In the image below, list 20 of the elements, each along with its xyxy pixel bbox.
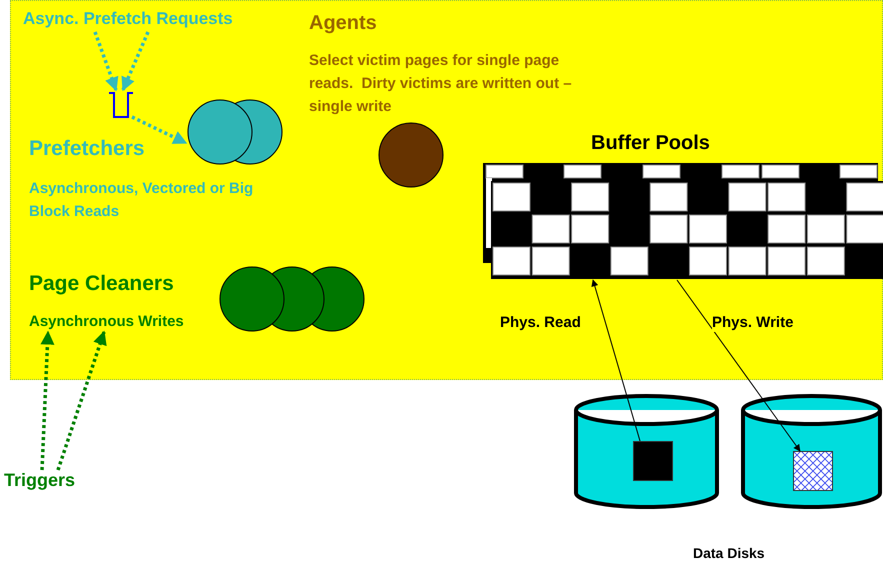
heading: Async. Prefetch Requests [23,9,233,30]
arrow [56,330,107,471]
heading: Page Cleaners [29,271,174,296]
heading: Prefetchers [29,136,145,162]
heading: Triggers [4,470,76,492]
arrow [591,279,640,442]
arrow [40,330,54,470]
edge-label: Phys. Read [500,314,581,332]
description: Select victim pages for single page reads. Dirty victims are written out – single write [309,51,573,117]
arrow [676,280,800,452]
panel-background [10,0,883,380]
caption-text: Data Disks [693,545,765,562]
edge-label: Phys. Write [712,314,794,332]
heading: Buffer Pools [591,131,710,155]
description: Asynchronous Writes [29,313,184,331]
heading: Agents [309,11,377,35]
arrow [93,31,118,92]
arrow [121,31,150,92]
arrow [131,115,188,145]
description: Asynchronous, Vectored or Big Block Reads [29,179,254,222]
